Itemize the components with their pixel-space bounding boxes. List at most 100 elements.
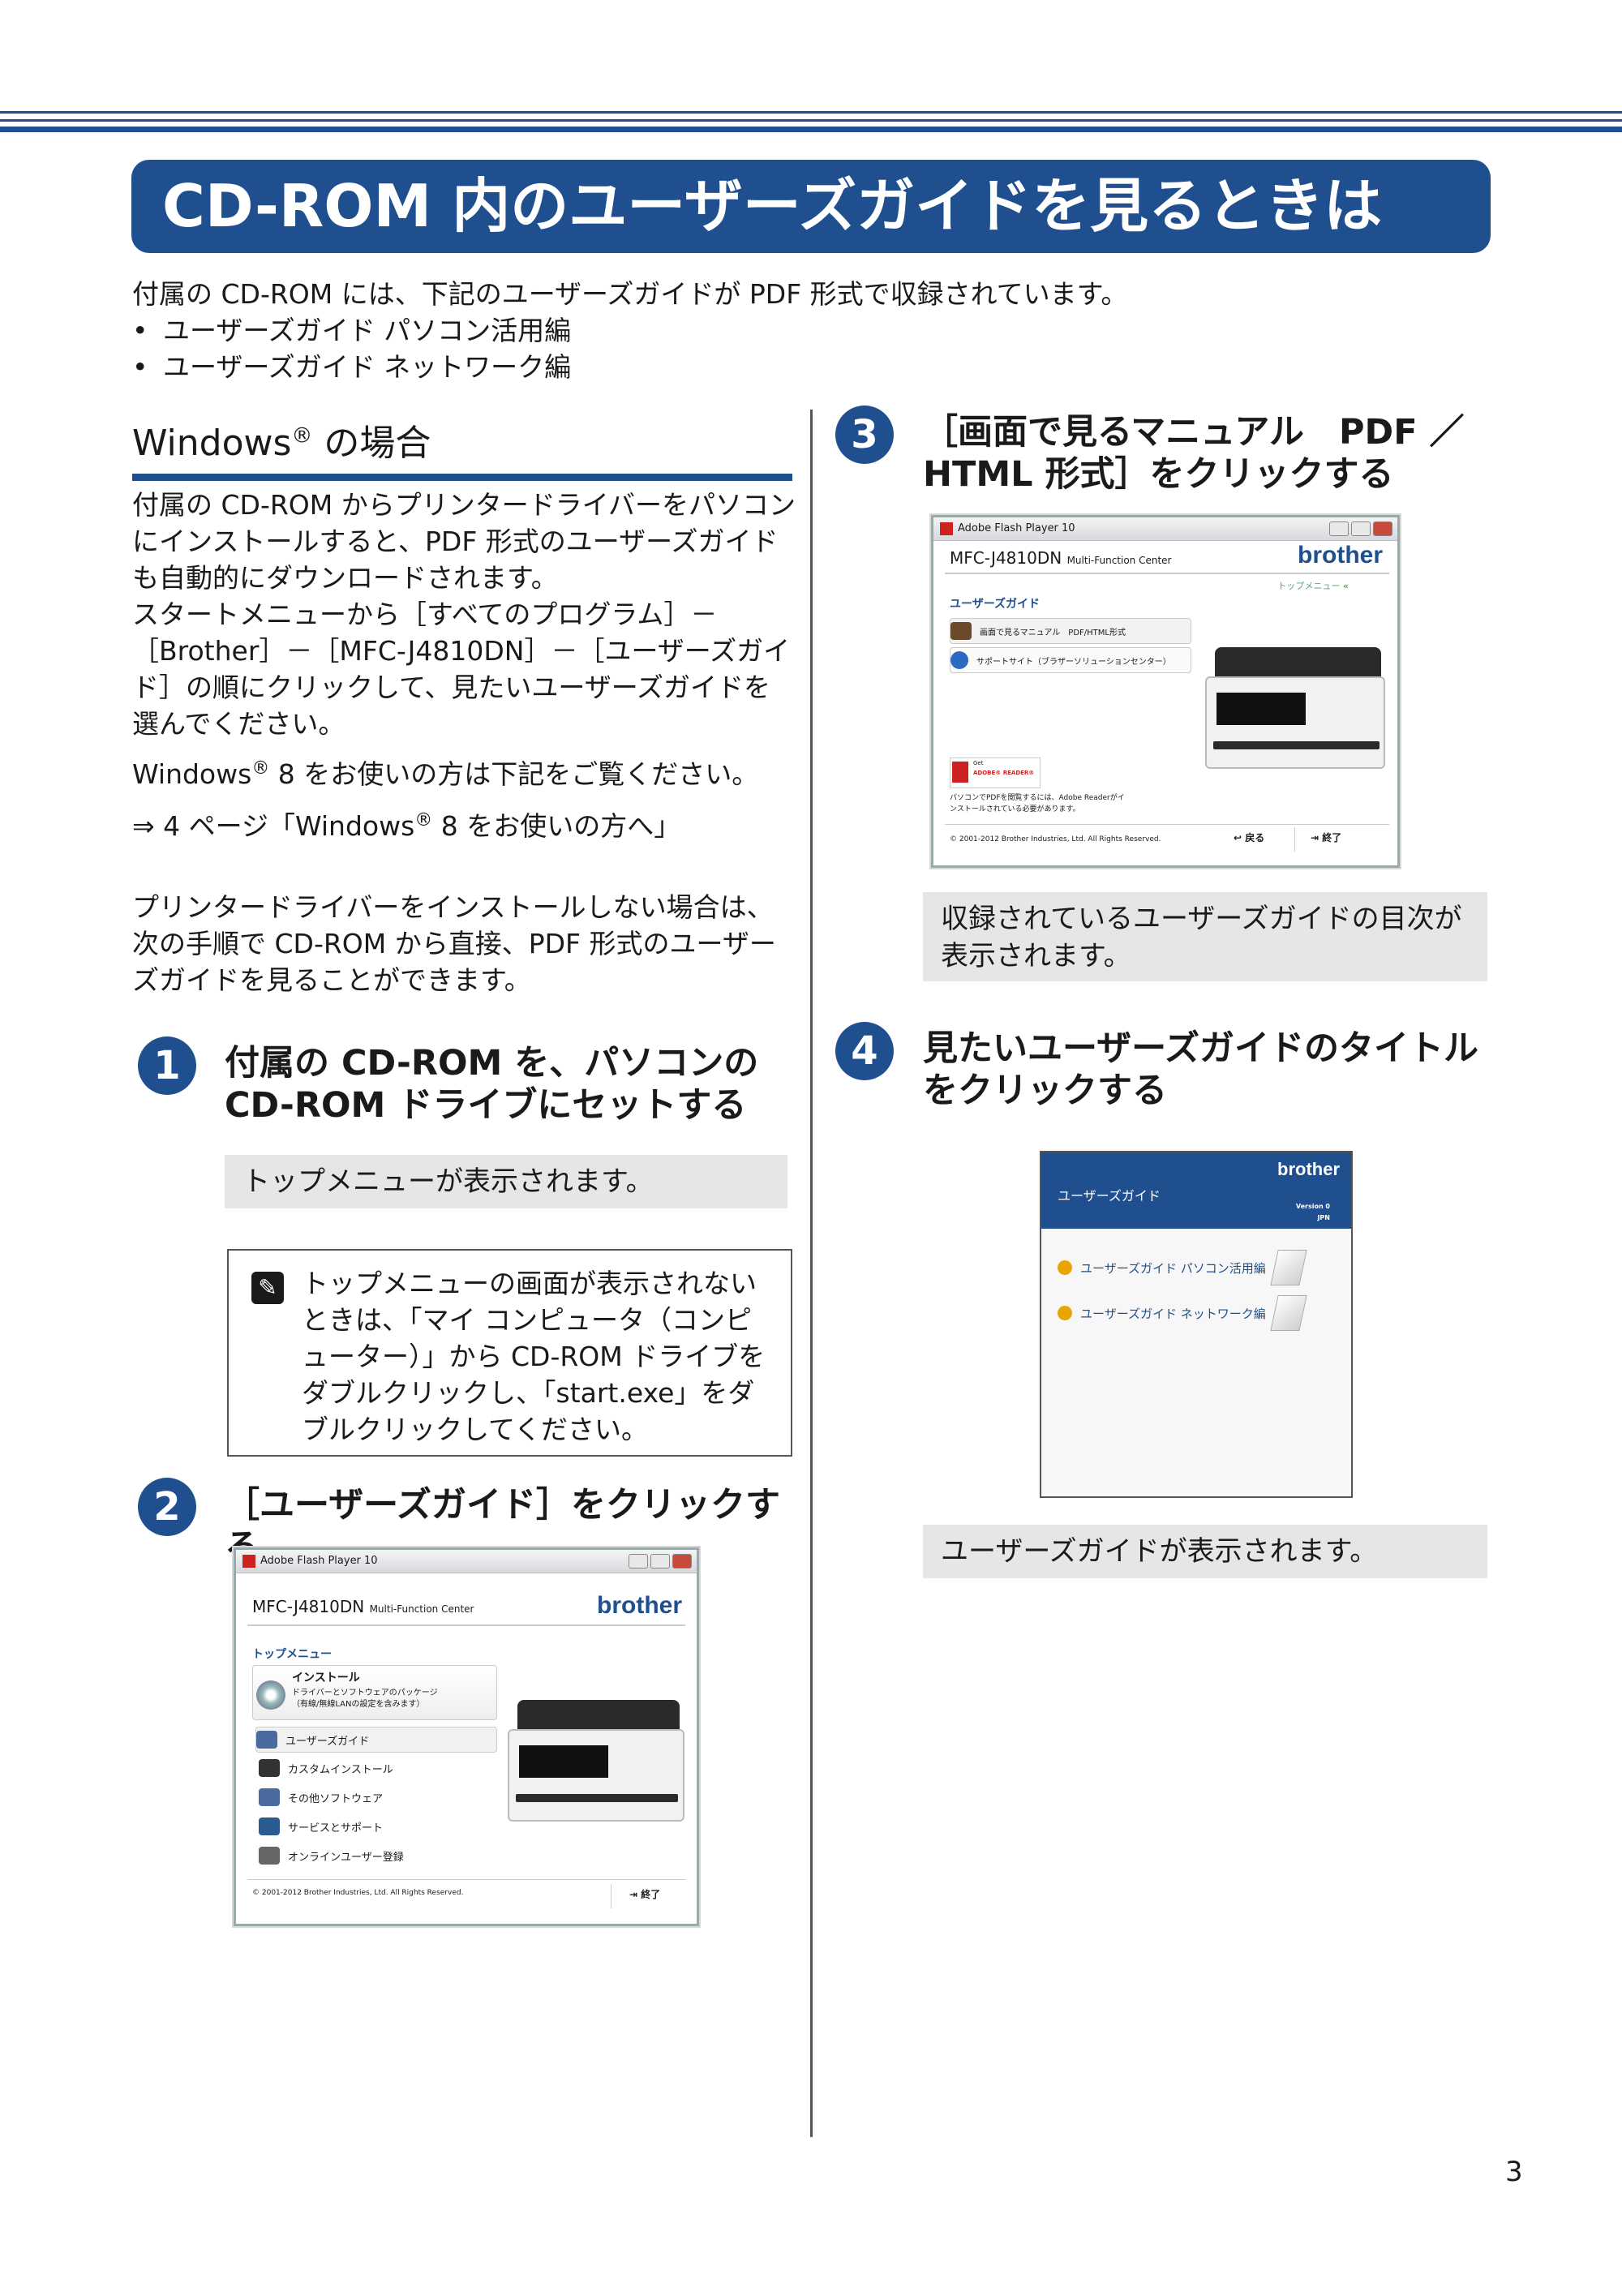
model-name: MFC-J4810DN Multi-Function Center [950, 548, 1171, 568]
step-result: トップメニューが表示されます。 [225, 1155, 787, 1208]
step-title: 見たいユーザーズガイドのタイトルをクリックする [923, 1028, 1478, 1111]
guide-list-header: brother ユーザーズガイド Version 0 JPN [1041, 1152, 1351, 1229]
monitor-icon [259, 1788, 280, 1806]
copyright: © 2001-2012 Brother Industries, Ltd. All… [950, 835, 1161, 843]
install-button[interactable]: インストール ドライバーとソフトウェアのパッケージ （有線/無線LANの設定を含… [252, 1665, 497, 1720]
topmenu-link[interactable]: トップメニュー « [1277, 579, 1349, 592]
adobe-note: ンストールされている必要があります。 [950, 805, 1080, 813]
registered-mark: ® [251, 758, 270, 779]
adobe-icon [952, 762, 968, 783]
menu-label: 画面で見るマニュアル PDF/HTML形式 [980, 628, 1126, 637]
maximize-icon[interactable] [650, 1554, 670, 1569]
step-title: 付属の CD-ROM を、パソコンの CD-ROM ドライブにセットする [225, 1043, 759, 1126]
guide-link-network[interactable]: ユーザーズガイド ネットワーク編 [1058, 1295, 1307, 1331]
guide-list-heading: ユーザーズガイド [1058, 1188, 1161, 1204]
section-heading: ユーザーズガイド [950, 598, 1041, 611]
page-reference[interactable]: ⇒ 4 ページ「Windows® 8 をお使いの方へ」 [132, 802, 797, 844]
reader-text: ADOBE® READER® [973, 770, 1035, 776]
windows-section-body: 付属の CD-ROM からプリンタードライバーをパソコンにインストールすると、P… [132, 487, 797, 998]
model-text: MFC-J4810DN [252, 1597, 365, 1616]
guide-link-pc[interactable]: ユーザーズガイド パソコン活用編 [1058, 1250, 1307, 1285]
guide-link-label: ユーザーズガイド ネットワーク編 [1080, 1306, 1266, 1321]
ref-text: ⇒ 4 ページ「Windows [132, 810, 415, 842]
menu-item-registration[interactable]: オンラインユーザー登録 [259, 1847, 404, 1865]
page-icon [1270, 1250, 1307, 1285]
page-icon [1270, 1295, 1307, 1331]
back-button[interactable]: ↩ 戻る [1234, 830, 1264, 844]
flash-icon [242, 1555, 255, 1568]
step-number: 1 [138, 1036, 196, 1095]
step-number: 3 [835, 406, 894, 464]
minimize-icon[interactable] [1329, 521, 1349, 536]
page-number: 3 [1505, 2156, 1523, 2188]
header-rule [0, 119, 1622, 122]
window-controls [1327, 521, 1392, 545]
manual-icon [950, 622, 972, 640]
window-titlebar: Adobe Flash Player 10 [236, 1550, 697, 1573]
memo-icon: ✎ [251, 1272, 284, 1304]
support-site-button[interactable]: サポートサイト（ブラザーソリューションセンター） [950, 647, 1191, 673]
model-name: MFC-J4810DN Multi-Function Center [252, 1597, 474, 1616]
menu-item-support[interactable]: サービスとサポート [259, 1817, 383, 1835]
close-icon[interactable] [1373, 521, 1392, 536]
windows-section-heading: Windows® の場合 [132, 414, 431, 466]
window-title: Adobe Flash Player 10 [958, 522, 1075, 534]
window-title: Adobe Flash Player 10 [260, 1555, 378, 1567]
get-adobe-reader-badge[interactable]: Get ADOBE® READER® [950, 757, 1041, 788]
window-controls [626, 1554, 692, 1577]
exit-label: 終了 [1322, 832, 1342, 843]
paragraph: Windows® 8 をお使いの方は下記をご覧ください。 [132, 750, 797, 792]
minimize-icon[interactable] [629, 1554, 648, 1569]
exit-icon: ⇥ [629, 1889, 638, 1900]
divider [1294, 827, 1295, 852]
model-subtitle: Multi-Function Center [369, 1603, 474, 1615]
guide-list-screenshot: brother ユーザーズガイド Version 0 JPN ユーザーズガイド … [1040, 1151, 1353, 1498]
close-icon[interactable] [672, 1554, 692, 1569]
note-box: ✎ トップメニューの画面が表示されないときは、「マイ コンピュータ（コンピュータ… [227, 1249, 792, 1457]
menu-item-custom-install[interactable]: カスタムインストール [259, 1759, 393, 1777]
step-number: 2 [138, 1478, 196, 1536]
step-title: ［画面で見るマニュアル PDF ／ HTML 形式］をクリックする [923, 412, 1465, 495]
exit-button[interactable]: ⇥ 終了 [1311, 830, 1341, 844]
win8-text: Windows [132, 758, 252, 790]
back-label: 戻る [1245, 832, 1265, 843]
menu-label: その他ソフトウェア [288, 1792, 384, 1805]
divider [247, 1624, 685, 1626]
intro: 付属の CD-ROM には、下記のユーザーズガイドが PDF 形式で収録されてい… [132, 276, 1511, 385]
guide-link-label: ユーザーズガイド パソコン活用編 [1080, 1260, 1266, 1276]
brand-logo: brother [1298, 542, 1383, 569]
support-icon [259, 1817, 280, 1835]
page-title: CD-ROM 内のユーザーズガイドを見るときは [131, 160, 1491, 253]
divider [945, 824, 1389, 825]
paragraph: スタートメニューから［すべてのプログラム］－［Brother］－［MFC-J48… [132, 599, 791, 740]
exit-icon: ⇥ [1311, 832, 1319, 843]
arrow-icon [1058, 1306, 1072, 1320]
paragraph: プリンタードライバーをインストールしない場合は、次の手順で CD-ROM から直… [132, 891, 776, 996]
model-subtitle: Multi-Function Center [1066, 555, 1172, 566]
divider [247, 1879, 685, 1880]
printer-image [508, 1700, 686, 1846]
gear-icon [259, 1759, 280, 1777]
exit-button[interactable]: ⇥ 終了 [629, 1887, 660, 1901]
registered-mark: ® [414, 810, 433, 830]
paragraph: 付属の CD-ROM からプリンタードライバーをパソコンにインストールすると、P… [132, 489, 796, 594]
column-divider [810, 410, 813, 2137]
menu-heading: トップメニュー [252, 1648, 332, 1661]
copyright: © 2001-2012 Brother Industries, Ltd. All… [252, 1889, 464, 1897]
manual-pdf-html-button[interactable]: 画面で見るマニュアル PDF/HTML形式 [950, 618, 1191, 644]
intro-bullet: ユーザーズガイド ネットワーク編 [132, 349, 1511, 385]
heading-text: Windows [132, 423, 292, 464]
menu-item-user-guide[interactable]: ユーザーズガイド [255, 1727, 497, 1753]
flash-icon [940, 522, 953, 535]
model-text: MFC-J4810DN [950, 548, 1062, 568]
ref-text: 8 をお使いの方へ」 [432, 810, 681, 842]
menu-item-other-software[interactable]: その他ソフトウェア [259, 1788, 383, 1806]
menu-label: サポートサイト（ブラザーソリューションセンター） [976, 657, 1171, 667]
book-icon [256, 1731, 277, 1749]
disc-icon [256, 1680, 285, 1710]
intro-text: 付属の CD-ROM には、下記のユーザーズガイドが PDF 形式で収録されてい… [132, 278, 1128, 310]
step-result: 収録されているユーザーズガイドの目次が表示されます。 [923, 892, 1487, 981]
intro-bullet: ユーザーズガイド パソコン活用編 [132, 312, 1511, 349]
region-text: JPN [1317, 1214, 1330, 1221]
maximize-icon[interactable] [1351, 521, 1371, 536]
